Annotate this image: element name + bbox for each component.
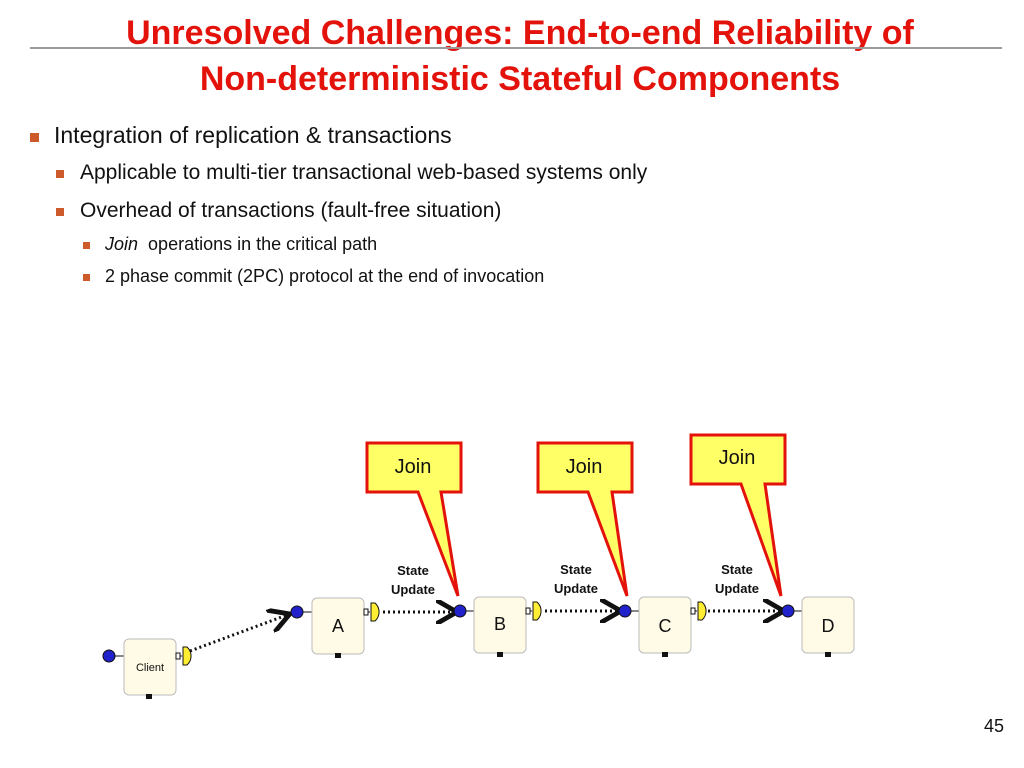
square-bullet-icon: [83, 274, 90, 281]
title-divider: [30, 47, 1002, 49]
svg-text:Join: Join: [566, 456, 603, 478]
bullet-item: Overhead of transactions (fault-free sit…: [56, 199, 501, 223]
svg-text:C: C: [659, 616, 672, 636]
bullet-item: Applicable to multi-tier transactional w…: [56, 161, 647, 185]
component-a: A: [290, 597, 380, 658]
event-sink-icon: [146, 694, 152, 699]
slide-title: Unresolved Challenges: End-to-end Reliab…: [30, 10, 1010, 102]
facet-port-icon: [290, 605, 304, 619]
state-update-label: State: [397, 563, 429, 578]
event-sink-icon: [335, 653, 341, 658]
event-sink-icon: [497, 652, 503, 657]
component-c: C: [618, 596, 707, 657]
state-update-label: Update: [554, 581, 598, 596]
join-callout: Join: [365, 441, 463, 597]
title-line-1: Unresolved Challenges: End-to-end Reliab…: [126, 14, 914, 52]
receptacle-icon: [532, 601, 542, 621]
square-bullet-icon: [30, 133, 39, 142]
page-number: 45: [983, 716, 1004, 736]
svg-text:Client: Client: [136, 662, 164, 674]
bullet-item: Join operations in the critical path: [83, 234, 377, 255]
svg-text:D: D: [822, 616, 835, 636]
square-bullet-icon: [56, 170, 64, 178]
receptacle-icon: [370, 602, 380, 622]
bullet-item: Integration of replication & transaction…: [30, 122, 452, 149]
svg-text:B: B: [494, 614, 506, 634]
svg-text:Join: Join: [395, 456, 432, 478]
event-sink-icon: [825, 652, 831, 657]
state-update-label: State: [560, 562, 592, 577]
component-d: D: [781, 596, 855, 657]
bullet-item: 2 phase commit (2PC) protocol at the end…: [83, 266, 544, 287]
join-callout: Join: [689, 433, 787, 597]
square-bullet-icon: [56, 208, 64, 216]
state-update-label: Update: [715, 581, 759, 596]
state-update-label: Update: [391, 582, 435, 597]
event-sink-icon: [662, 652, 668, 657]
component-client: Client: [102, 638, 192, 699]
square-bullet-icon: [83, 242, 90, 249]
facet-port-icon: [618, 604, 632, 618]
svg-text:A: A: [332, 616, 344, 636]
receptacle-icon: [697, 601, 707, 621]
svg-text:Join: Join: [719, 447, 756, 469]
invocation-arrow: [189, 615, 287, 653]
title-line-2: Non-deterministic Stateful Components: [199, 60, 841, 98]
state-update-label: State: [721, 562, 753, 577]
facet-port-icon: [781, 604, 795, 618]
facet-port-icon: [453, 604, 467, 618]
receptacle-icon: [182, 646, 192, 666]
component-b: B: [453, 596, 542, 657]
facet-port-icon: [102, 649, 116, 663]
join-callout: Join: [536, 441, 634, 597]
